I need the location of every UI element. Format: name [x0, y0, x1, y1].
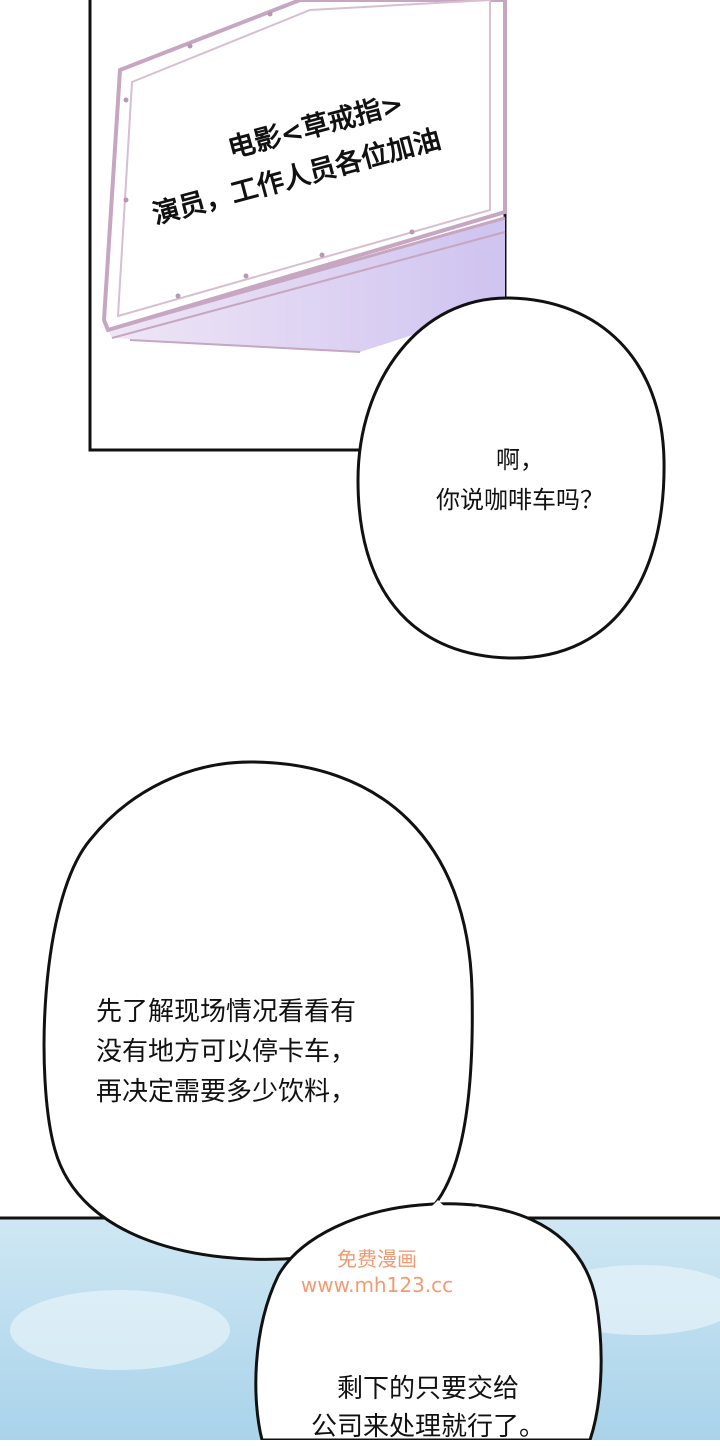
bubble-2-line-3: 再决定需要多少饮料， [96, 1077, 357, 1107]
bubble-3-text: 剩下的只要交给 公司来处理就行了。 [278, 1370, 578, 1446]
bubble-3-line-2: 公司来处理就行了。 [310, 1412, 545, 1442]
bubble-2-line-2: 没有地方可以停卡车， [96, 1037, 357, 1067]
watermark-line-2: www.mh123.cc [300, 1273, 454, 1297]
bubble-1-text: 啊， 你说咖啡车吗？ [400, 440, 640, 520]
speech-bubble-1 [356, 296, 666, 660]
bubble-2-line-1: 先了解现场情况看看有 [96, 997, 357, 1027]
bubble-1-line-1: 啊， [496, 446, 544, 474]
bubble-3-line-1: 剩下的只要交给 [336, 1374, 519, 1404]
speech-bubble-3 [254, 1202, 603, 1440]
bubble-1-line-2: 你说咖啡车吗？ [436, 486, 604, 514]
watermark-line-1: 免费漫画 [337, 1247, 417, 1271]
banner-sign [101, 0, 507, 353]
watermark: 免费漫画 www.mh123.cc [282, 1246, 472, 1298]
bubble-2-text: 先了解现场情况看看有 没有地方可以停卡车， 再决定需要多少饮料， [96, 992, 356, 1112]
